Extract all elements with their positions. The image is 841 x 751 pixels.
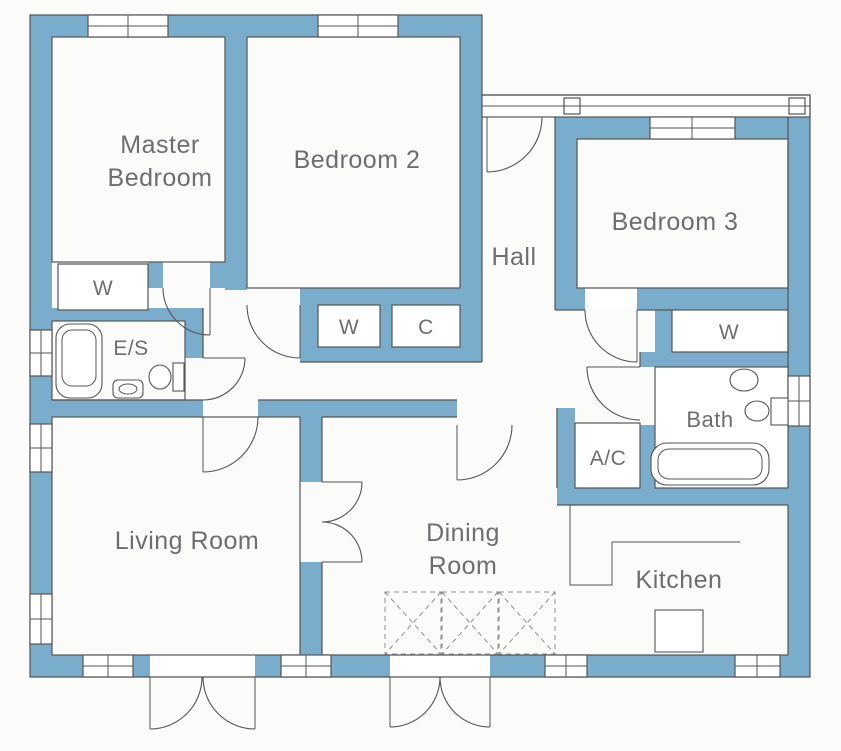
wall-bedroom2-bottom: [300, 288, 482, 305]
ensuite-fixtures: [55, 323, 185, 399]
window-master-top: [87, 14, 169, 38]
master-bedroom-door: [162, 287, 211, 336]
footprint-outline: [29, 14, 811, 678]
hall-label: Hall: [491, 243, 536, 271]
front-door-hall: [486, 116, 543, 173]
ensuite-door: [202, 357, 246, 401]
living-room-door: [202, 416, 259, 473]
bath-door: [586, 366, 641, 421]
bath-label: Bath: [686, 407, 733, 432]
counter-edge: [569, 505, 740, 586]
bathtub-icon: [55, 323, 103, 399]
wardrobe-master-box: [57, 263, 149, 311]
wall-bath-top: [640, 352, 788, 367]
wall-bedroom2-right: [460, 15, 482, 362]
wardrobe-bedroom3-box: [671, 309, 789, 353]
window-kitchen-bottom-left: [544, 654, 588, 678]
doors: [149, 116, 641, 730]
living-room-outline: [51, 416, 301, 656]
wall-master-bottom-right: [210, 262, 225, 288]
kitchen-label: Kitchen: [636, 566, 723, 594]
kitchen-counter: [569, 505, 740, 653]
ac-outline: [574, 422, 641, 489]
window-ensuite-left: [29, 329, 53, 377]
bedroom3-door: [584, 309, 638, 363]
dining-dashed-panels: [384, 591, 556, 655]
windows: [29, 14, 811, 678]
wall-closets-bottom: [300, 347, 482, 362]
post-right: [788, 97, 806, 115]
wall-closet-divider: [380, 305, 392, 347]
wardrobe-bedroom2-label: W: [339, 316, 359, 339]
wall-master-bottom-left: [148, 262, 163, 288]
wall-ensuite-right: [185, 308, 203, 358]
dashed-panel: [384, 591, 442, 655]
wall-kitchen-top: [557, 488, 788, 505]
cupboard-bedroom2-box: [391, 304, 461, 348]
window-living-bottom-right: [280, 654, 332, 678]
window-living-left-upper: [29, 423, 53, 473]
bathtub-icon: [650, 442, 770, 486]
window-kitchen-bottom-right: [734, 654, 781, 678]
airing-cupboard-label: A/C: [590, 447, 627, 470]
wall-bedroom3-left: [555, 117, 577, 310]
wall-bedroom3-closet-left: [655, 310, 672, 352]
dashed-panel: [441, 591, 499, 655]
dashed-panel: [498, 591, 556, 655]
window-bedroom2-top: [317, 14, 399, 38]
master-bedroom-label-line1: Master: [120, 131, 199, 159]
wall-living-top-left: [52, 400, 203, 417]
patio-double-doors-left: [149, 676, 256, 730]
wall-dining-top: [322, 400, 457, 417]
ensuite-label: E/S: [113, 337, 148, 360]
bedroom2-label: Bedroom 2: [294, 146, 421, 174]
bathtub-inner-icon: [657, 448, 763, 480]
dashed-panel-cross: [441, 591, 499, 655]
basin-bowl-icon: [118, 383, 138, 395]
appliance-icon: [654, 609, 704, 653]
wall-living-dining-divider-upper: [300, 400, 322, 482]
window-living-bottom-left: [82, 654, 134, 678]
window-bath-right: [787, 375, 811, 427]
post-left: [563, 97, 581, 115]
top-band: [481, 94, 811, 118]
cupboard-bedroom2-label: C: [418, 316, 434, 339]
dining-room-label-line2: Room: [429, 552, 498, 580]
patio-door-opening-right: [390, 655, 490, 677]
toilet-bowl-icon: [148, 364, 172, 390]
patio-double-doors-right: [389, 676, 491, 728]
wall-living-dining-divider-lower: [300, 562, 322, 655]
toilet-cistern-icon: [172, 362, 185, 392]
bedroom2-door: [246, 304, 301, 359]
basin-icon: [729, 368, 759, 392]
bathtub-inner-icon: [61, 329, 97, 387]
bedroom3-door-opening: [585, 288, 637, 310]
living-room-label: Living Room: [115, 527, 259, 555]
room-labels: Master Bedroom Bedroom 2 Bedroom 3 Hall …: [93, 131, 739, 594]
dining-room-label-line1: Dining: [426, 519, 500, 547]
bedroom3-label: Bedroom 3: [612, 208, 739, 236]
master-bedroom-label-line2: Bedroom: [108, 164, 213, 192]
wall-ac-left: [557, 408, 575, 488]
basin-icon: [112, 379, 144, 399]
wardrobe-bedroom3-label: W: [719, 321, 739, 344]
dining-room-door: [456, 424, 513, 481]
wall-openings: [150, 288, 637, 677]
dashed-panel-cross: [498, 591, 556, 655]
dashed-panel-cross: [384, 591, 442, 655]
wardrobe-bedroom2-box: [317, 304, 381, 348]
wardrobe-master-label: W: [93, 277, 113, 300]
toilet-bowl-icon: [744, 400, 770, 422]
window-living-left-lower: [29, 593, 53, 645]
wall-ensuite-top: [52, 308, 185, 321]
window-bedroom3-top: [649, 116, 736, 140]
living-dining-double-doors: [321, 481, 363, 563]
wall-master-bedroom2-divider: [225, 37, 247, 290]
toilet-cistern-icon: [770, 397, 789, 426]
bath-fixtures: [650, 368, 789, 486]
patio-door-opening-left: [150, 655, 255, 677]
